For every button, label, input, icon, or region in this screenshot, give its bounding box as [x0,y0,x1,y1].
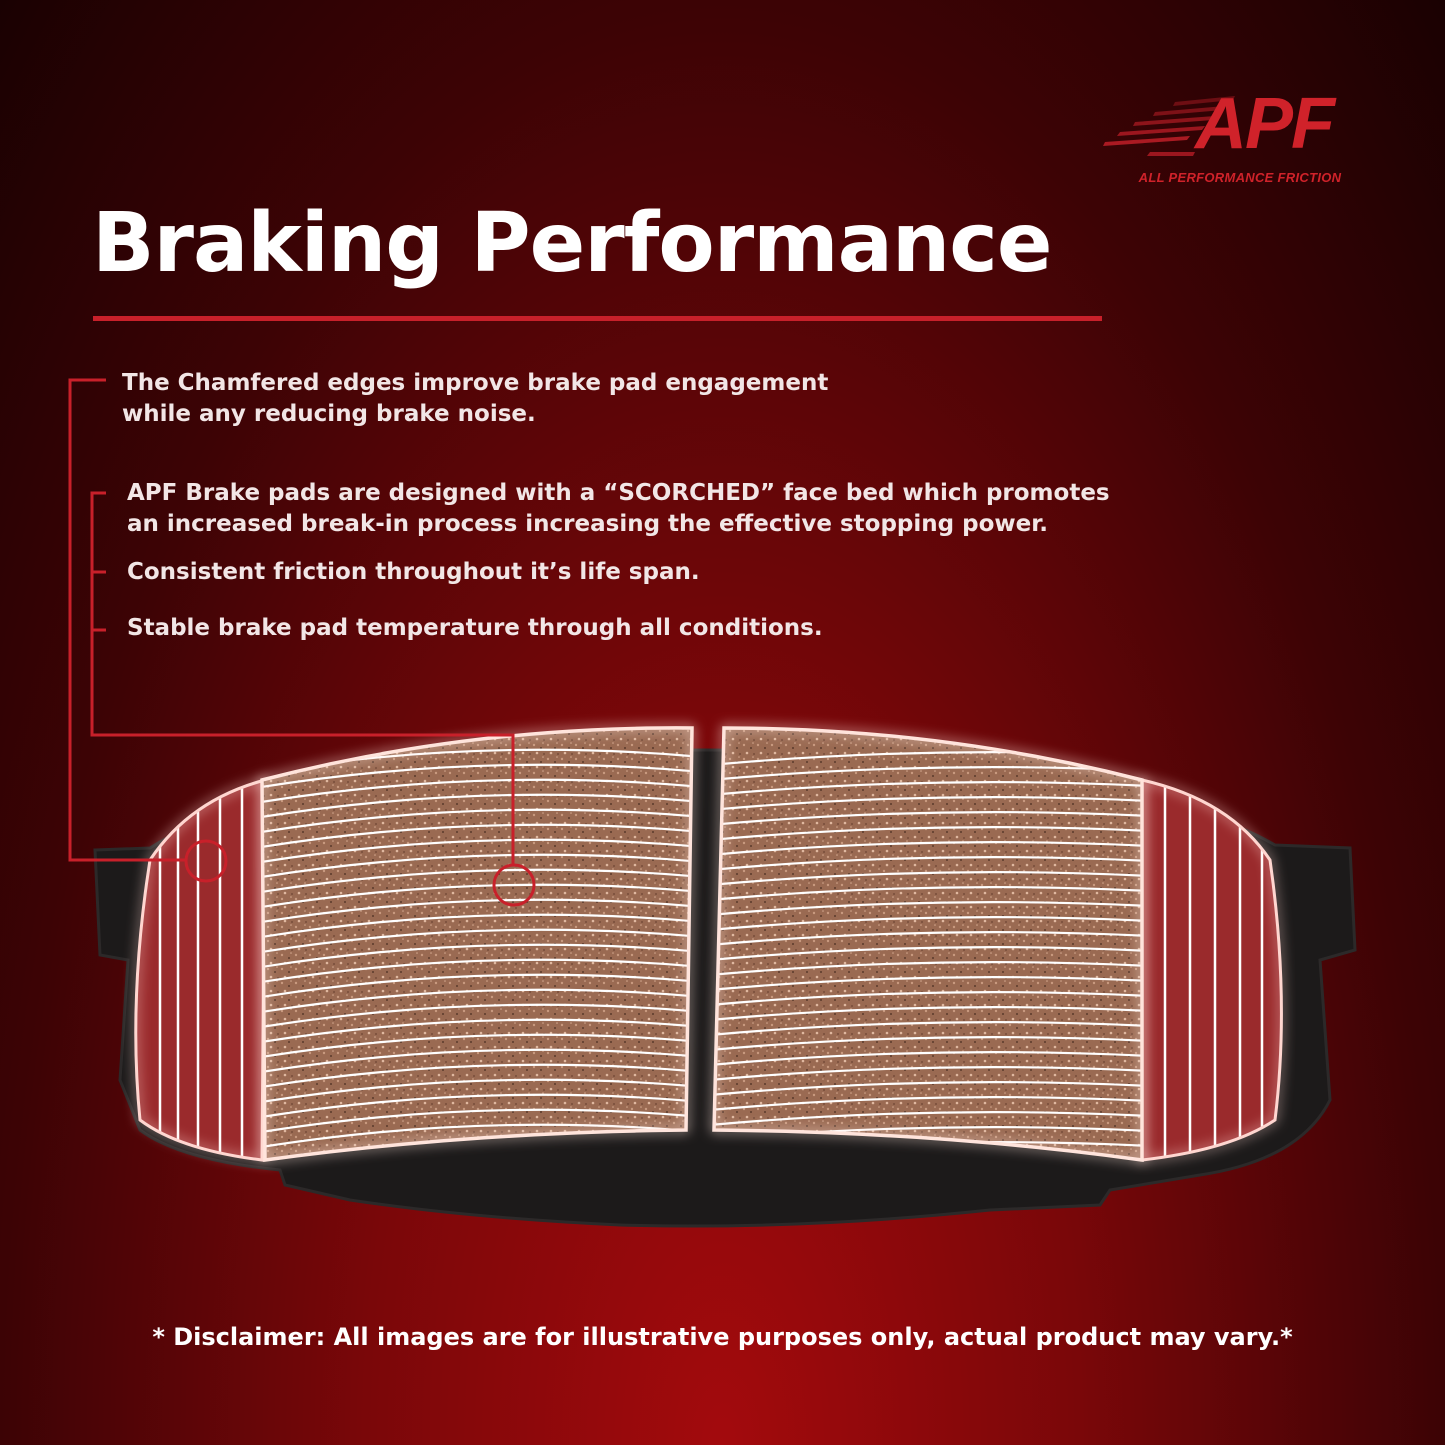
friction-stripe [714,1036,1142,1052]
friction-stripe [262,913,692,940]
friction-stripe [262,1093,692,1120]
chamfer-right [1140,778,1283,1162]
friction-stripe [714,781,1142,797]
friction-stripe [262,1048,692,1075]
friction-stripe [262,1078,692,1105]
feature-line: Consistent friction throughout it’s life… [127,559,700,585]
friction-stripe [262,808,692,835]
callout-face-line [90,491,515,865]
friction-stripe [262,928,692,955]
feature-chamfered-edges: The Chamfered edges improve brake pad en… [122,368,828,430]
feature-consistent-friction: Consistent friction throughout it’s life… [127,557,700,588]
friction-stripe [714,856,1142,872]
friction-block-right [712,726,1144,1163]
friction-stripe [714,1006,1142,1022]
feature-line: The Chamfered edges improve brake pad en… [122,370,829,396]
feature-line: an increased break-in process increasing… [127,511,1049,537]
friction-stripe [714,901,1142,917]
callout-chamfer-line [68,378,185,862]
friction-stripe [714,961,1142,977]
friction-stripe [714,1081,1142,1097]
friction-stripe [714,841,1142,857]
feature-scorched-face: APF Brake pads are designed with a “SCOR… [127,478,1110,540]
friction-block-left [260,726,694,1163]
friction-stripe [262,763,692,790]
friction-stripe [262,1018,692,1045]
friction-stripe [714,931,1142,947]
friction-stripe [714,916,1142,932]
brand-tagline: ALL PERFORMANCE FRICTION [1138,170,1342,185]
callout-lines [68,378,536,907]
friction-stripe [262,1108,692,1135]
friction-stripe [714,1111,1142,1127]
friction-stripe [262,988,692,1015]
friction-stripe [262,1123,692,1150]
feature-line: APF Brake pads are designed with a “SCOR… [127,480,1110,506]
feature-stable-temperature: Stable brake pad temperature through all… [127,613,823,644]
friction-stripe [714,796,1142,812]
friction-stripe [714,1021,1142,1037]
brand-logo: APF ALL PERFORMANCE FRICTION [1095,70,1395,190]
friction-stripe [262,958,692,985]
callout-chamfer-marker [184,839,228,883]
friction-stripe [262,943,692,970]
feature-line: while any reducing brake noise. [122,401,536,427]
friction-stripe [262,778,692,805]
friction-stripe [262,838,692,865]
chamfer-left [134,778,267,1162]
friction-stripe [262,1003,692,1030]
friction-stripe [262,823,692,850]
friction-stripe [262,793,692,820]
friction-stripe [262,883,692,910]
apf-logo-icon: APF [1103,84,1339,164]
friction-stripe [714,1066,1142,1082]
friction-stripe [714,976,1142,992]
friction-stripe [714,871,1142,887]
page-title: Braking Performance [92,196,1053,291]
feature-line: Stable brake pad temperature through all… [127,615,823,641]
title-underline [93,316,1102,321]
friction-stripe [714,1096,1142,1112]
friction-stripe [262,898,692,925]
friction-stripe [262,973,692,1000]
friction-stripe [714,946,1142,962]
disclaimer-text: * Disclaimer: All images are for illustr… [152,1323,1293,1351]
friction-stripe [714,811,1142,827]
friction-stripe [262,1063,692,1090]
friction-stripe [714,991,1142,1007]
friction-stripe [262,853,692,880]
friction-stripe [714,1051,1142,1067]
apf-logo-text: APF [1193,84,1337,164]
friction-stripe [714,826,1142,842]
friction-stripe [262,1033,692,1060]
friction-stripe [714,886,1142,902]
callout-face-marker [492,863,536,907]
friction-stripe [262,868,692,895]
